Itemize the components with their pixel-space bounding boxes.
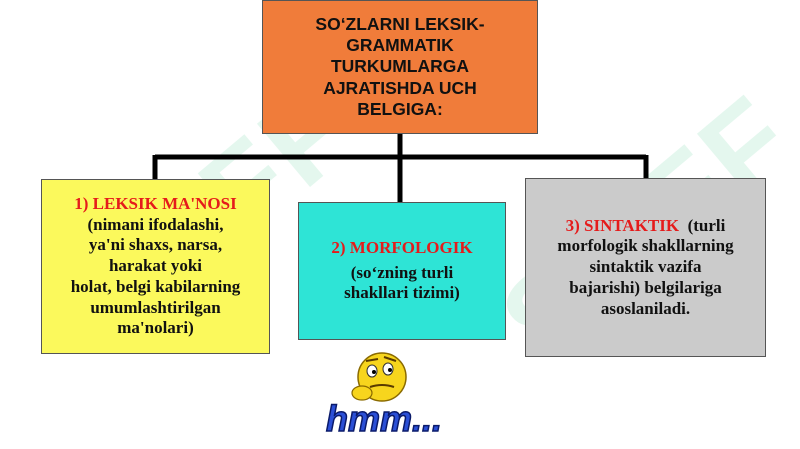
node-text: ya'ni shaxs, narsa, bbox=[88, 235, 223, 255]
node-heading: 3) SINTAKTIK bbox=[565, 215, 680, 235]
root-node: SO‘ZLARNI LEKSIK- GRAMMATIK TURKUMLARGA … bbox=[262, 0, 538, 134]
root-line: AJRATISHDA UCH bbox=[323, 77, 477, 98]
node-heading: 1) LEKSIK MA'NOSI bbox=[74, 193, 237, 213]
node-text: bajarishi) belgilariga bbox=[569, 277, 722, 297]
root-line: GRAMMATIK bbox=[346, 34, 454, 55]
node-text: asoslaniladi. bbox=[600, 298, 691, 318]
morphological-node: 2) MORFOLOGIK (so‘zning turli shakllari … bbox=[298, 202, 506, 340]
node-heading-line: 3) SINTAKTIK (turli bbox=[566, 216, 726, 237]
root-line: BELGIGA: bbox=[357, 99, 443, 120]
node-text: morfologik shakllarning bbox=[557, 236, 734, 256]
node-text: umumlashtirilgan bbox=[90, 297, 221, 317]
node-text: ma'nolari) bbox=[117, 318, 194, 338]
node-text: (nimani ifodalashi, bbox=[87, 214, 224, 234]
node-text: (so‘zning turli bbox=[350, 262, 454, 282]
root-line: TURKUMLARGA bbox=[330, 56, 470, 77]
thinking-smiley-icon: hmm... bbox=[325, 352, 443, 439]
node-text: harakat yoki bbox=[108, 256, 203, 276]
node-heading: 2) MORFOLOGIK bbox=[331, 237, 473, 257]
node-text: shakllari tizimi) bbox=[344, 283, 460, 303]
node-text: (turli bbox=[679, 215, 726, 235]
syntactic-node: 3) SINTAKTIK (turli morfologik shakllarn… bbox=[525, 178, 766, 357]
lexical-meaning-node: 1) LEKSIK MA'NOSI (nimani ifodalashi, ya… bbox=[41, 179, 270, 354]
root-line: SO‘ZLARNI LEKSIK- bbox=[315, 13, 485, 34]
hmm-text: hmm... bbox=[326, 398, 442, 439]
node-text: holat, belgi kabilarning bbox=[70, 276, 241, 296]
node-text: sintaktik vazifa bbox=[589, 257, 702, 277]
